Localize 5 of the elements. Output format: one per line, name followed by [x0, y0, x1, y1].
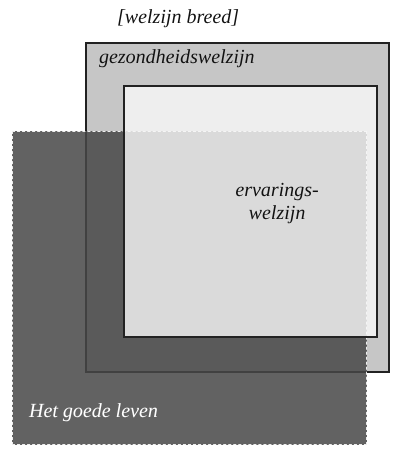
region-box: [123, 85, 378, 338]
node-label: Het goede leven: [29, 400, 158, 423]
heading: [welzijn breed]: [117, 6, 240, 29]
node-label: ervarings- welzijn: [234, 179, 320, 225]
node-label: gezondheidswelzijn: [99, 46, 255, 69]
